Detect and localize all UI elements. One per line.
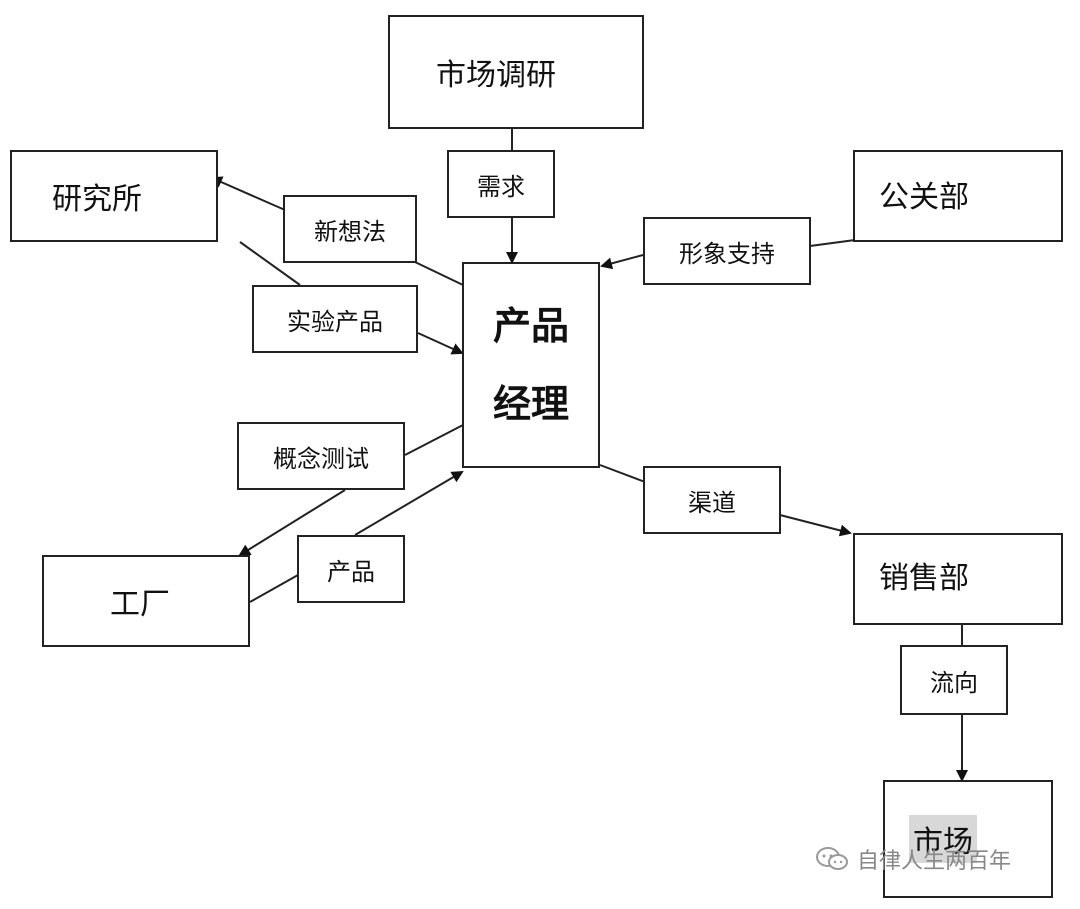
arrow-channel-to-sales (779, 514, 852, 537)
label-channel-text: 渠道 (688, 488, 736, 517)
line-institute-to-exp (239, 241, 301, 286)
label-new-ideas-text: 新想法 (314, 217, 386, 246)
label-flow: 流向 (900, 645, 1008, 715)
node-market: 市场 (883, 780, 1053, 898)
label-image-support: 形象支持 (643, 217, 811, 285)
line-pm-to-new-ideas (414, 261, 464, 286)
arrow-concept-to-factory (238, 489, 346, 557)
node-sales-department: 销售部 (853, 533, 1063, 625)
label-experimental-product: 实验产品 (252, 285, 418, 353)
label-concept-test-text: 概念测试 (273, 444, 369, 473)
node-pr-department: 公关部 (853, 150, 1063, 242)
node-sales-department-text: 销售部 (879, 561, 969, 596)
label-product-text: 产品 (327, 557, 375, 586)
line-pr-to-image (809, 239, 856, 247)
node-pr-department-text: 公关部 (879, 180, 969, 215)
watermark-text: 自律人生两百年 (857, 849, 1012, 874)
wechat-icon (816, 847, 848, 870)
label-image-support-text: 形象支持 (679, 239, 775, 268)
arrow-product-to-pm (354, 470, 464, 536)
node-market-research-text: 市场调研 (436, 58, 556, 93)
label-product: 产品 (297, 535, 405, 603)
label-new-ideas: 新想法 (283, 195, 417, 263)
node-product-manager-line2: 经理 (492, 382, 569, 426)
node-research-institute-text: 研究所 (52, 182, 142, 217)
node-research-institute: 研究所 (10, 150, 218, 242)
watermark: 自律人生两百年 (815, 843, 1011, 875)
node-product-manager-line1: 产品 (492, 304, 569, 348)
node-factory: 工厂 (42, 555, 250, 647)
label-demand: 需求 (447, 150, 555, 218)
node-market-text: 市场 (909, 815, 977, 863)
label-channel: 渠道 (643, 466, 781, 534)
label-flow-text: 流向 (930, 668, 978, 697)
arrow-image-to-pm (600, 254, 644, 270)
arrow-exp-to-pm (417, 332, 464, 355)
line-pm-to-channel (599, 464, 646, 483)
node-product-manager: 产品 经理 (462, 262, 600, 468)
node-market-research: 市场调研 (388, 15, 644, 129)
label-experimental-product-text: 实验产品 (287, 307, 383, 336)
label-concept-test: 概念测试 (237, 422, 405, 490)
node-factory-text: 工厂 (110, 587, 170, 622)
line-factory-to-product (249, 574, 299, 603)
line-pm-to-concept (404, 424, 464, 456)
arrow-new-ideas-to-institute (210, 176, 286, 211)
label-demand-text: 需求 (477, 172, 525, 201)
